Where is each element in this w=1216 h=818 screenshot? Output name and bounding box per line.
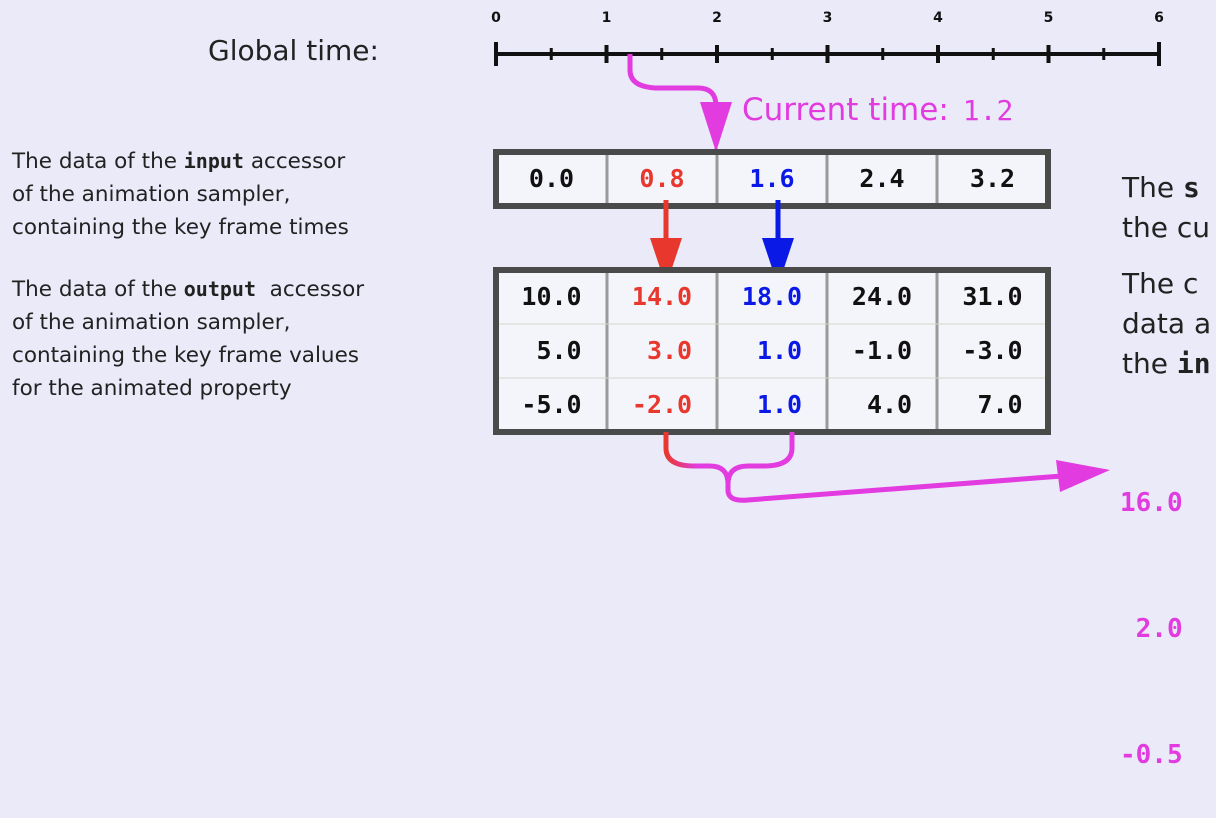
right-text-a-line-2: the cu [1122, 211, 1210, 244]
global-timeline [494, 42, 1161, 66]
timeline-tick-label: 5 [1043, 10, 1054, 26]
input-table-frame [493, 149, 1051, 209]
output-accessor-table [493, 267, 1051, 435]
interpolation-left-curve [663, 432, 731, 485]
interpolation-right-curve [725, 432, 795, 485]
output-keyframe-value-cell: 1.0 [741, 336, 803, 365]
input-keyframe-time-cell: 0.0 [528, 164, 575, 193]
timeline-tick-label: 3 [822, 10, 833, 26]
animation-sampling-diagram [493, 42, 1161, 503]
input-desc-line-1: The data of the input accessor [12, 145, 349, 178]
output-keyframe-value-cell: 10.0 [521, 282, 582, 311]
right-text-a-pre: The [1122, 171, 1183, 204]
right-text-b-line-2: data a [1122, 307, 1212, 340]
timeline-tick-label: 4 [933, 10, 943, 26]
output-desc-line-2: of the animation sampler, [12, 310, 291, 335]
result-value-2: 2.0 [1120, 614, 1183, 644]
timeline-tick-label: 6 [1154, 10, 1164, 26]
output-keyframe-value-cell: -5.0 [521, 390, 582, 419]
right-text-b-pre: the [1122, 347, 1177, 380]
output-keyframe-value-cell: 31.0 [962, 282, 1023, 311]
input-keyframe-time-cell: 2.4 [859, 164, 905, 193]
current-time-pointer [627, 54, 719, 142]
timeline-tick-label: 0 [491, 10, 501, 26]
result-value-3: -0.5 [1120, 740, 1183, 770]
right-text-a-bold: s [1182, 171, 1200, 204]
output-keyframe-value-cell: -3.0 [962, 336, 1023, 365]
right-text-b-line-1: The c [1122, 267, 1199, 300]
input-keyframe-time-cell: 1.6 [749, 164, 795, 193]
input-keyword: input [183, 149, 244, 173]
output-desc-pre: The data of the [12, 277, 184, 302]
output-desc-line-4: for the animated property [12, 376, 292, 401]
input-keyframe-time-cell: 0.8 [639, 164, 685, 193]
interpolation-result-line [725, 473, 1063, 503]
output-desc-post: accessor [256, 277, 365, 302]
output-keyframe-value-cell: 5.0 [521, 336, 582, 365]
output-table-frame [493, 267, 1051, 435]
output-keyframe-value-cell: 24.0 [851, 282, 913, 311]
output-keyframe-value-cell: -2.0 [631, 390, 693, 419]
red-lookup-arrowhead [650, 238, 682, 286]
output-keyframe-value-cell: 4.0 [851, 390, 913, 419]
output-keyframe-value-cell: -1.0 [851, 336, 913, 365]
output-keyframe-value-cell: 7.0 [962, 390, 1023, 419]
input-desc-pre: The data of the [12, 149, 184, 174]
current-time-arrowhead [700, 102, 732, 152]
timeline-tick-label: 1 [601, 10, 612, 26]
right-text-b-line-3: the in [1122, 344, 1211, 384]
output-keyframe-value-cell: 18.0 [741, 282, 803, 311]
output-keyword: output [183, 277, 257, 301]
input-desc-line-3: containing the key frame times [12, 215, 349, 240]
right-text-block-b: The c data a the in [1122, 264, 1211, 384]
input-accessor-table [493, 149, 1051, 209]
current-time-text: Current time: [742, 92, 949, 128]
current-time-label: Current time: 1.2 [742, 92, 1013, 128]
output-keyframe-value-cell: 14.0 [631, 282, 693, 311]
output-desc-line-3: containing the key frame values [12, 343, 359, 368]
output-accessor-description: The data of the output accessor of the a… [12, 273, 364, 405]
input-desc-line-2: of the animation sampler, [12, 182, 291, 207]
right-text-block-a: The s the cu [1122, 168, 1210, 248]
result-value-1: 16.0 [1120, 488, 1183, 518]
output-keyframe-value-cell: 1.0 [741, 390, 803, 419]
output-keyframe-value-cell: 3.0 [631, 336, 693, 365]
global-time-label: Global time: [208, 34, 379, 67]
input-accessor-description: The data of the input accessor of the an… [12, 145, 349, 244]
input-desc-post: accessor [243, 149, 346, 174]
current-time-value: 1.2 [962, 94, 1014, 127]
input-keyframe-time-cell: 3.2 [969, 164, 1016, 193]
timeline-tick-label: 2 [712, 10, 722, 26]
interpolated-result: 16.0 2.0 -0.5 [1120, 398, 1183, 818]
interpolation-result-arrowhead [1056, 460, 1110, 492]
blue-lookup-arrowhead [762, 238, 794, 286]
right-text-a-line-1: The s [1122, 168, 1210, 208]
right-text-b-bold: in [1176, 347, 1211, 380]
output-desc-line-1: The data of the output accessor [12, 273, 364, 306]
